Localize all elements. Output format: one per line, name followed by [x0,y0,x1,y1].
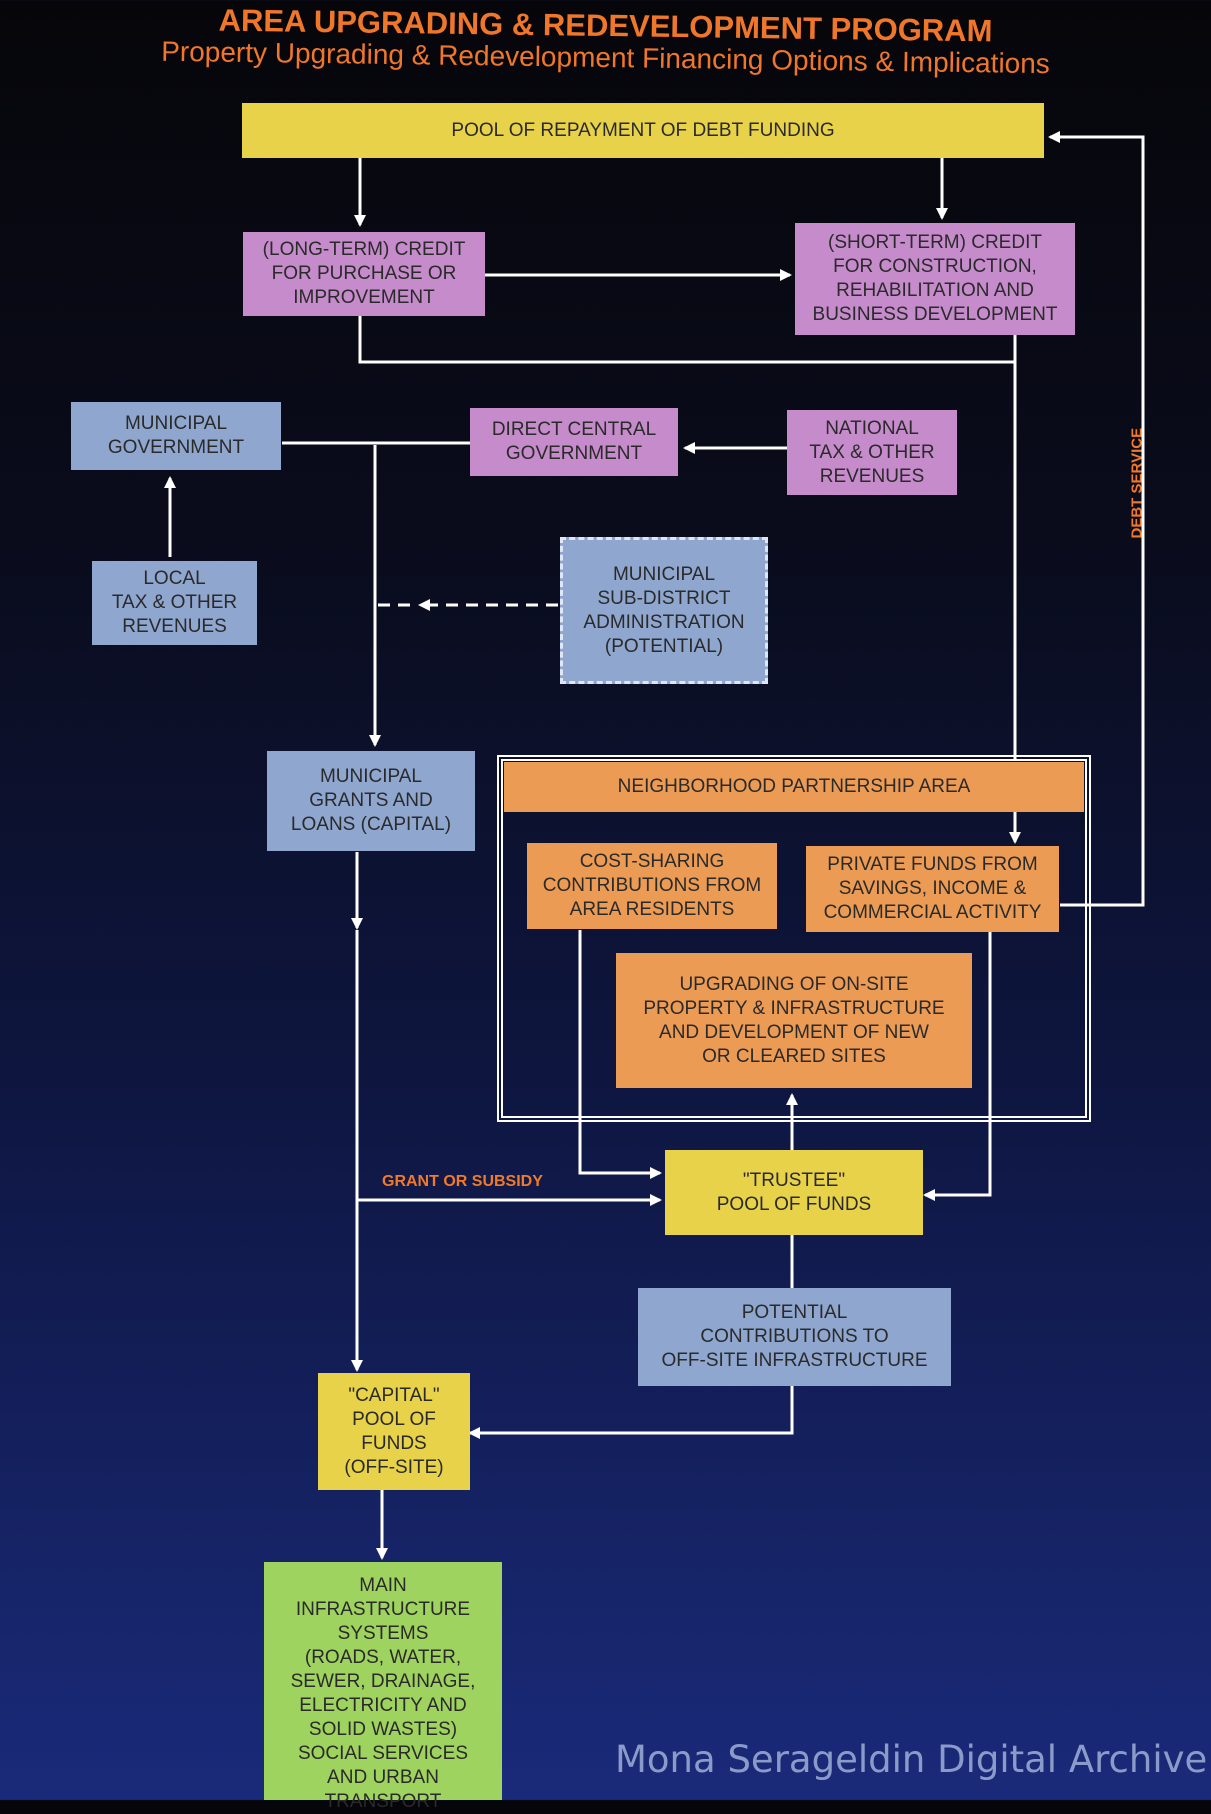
neighborhood-frame [497,755,1091,1122]
municipal-government-box: MUNICIPAL GOVERNMENT [71,402,281,470]
main-infrastructure-box: MAIN INFRASTRUCTURE SYSTEMS (ROADS, WATE… [264,1562,502,1812]
line-longterm-to-right [358,315,1015,364]
neighborhood-partnership-box: NEIGHBORHOOD PARTNERSHIP AREA [504,762,1084,812]
arrow-debt-service [1048,131,1145,907]
archive-watermark: Mona Serageldin Digital Archive [615,1738,1208,1781]
pool-repayment-box: POOL OF REPAYMENT OF DEBT FUNDING [242,103,1044,158]
private-funds-box: PRIVATE FUNDS FROM SAVINGS, INCOME & COM… [806,846,1059,932]
debt-service-label: DEBT SERVICE [1128,427,1146,539]
arrow-private-to-trustee [923,932,992,1201]
arrow-potential-to-capital [468,1385,794,1439]
trustee-pool-box: "TRUSTEE" POOL OF FUNDS [665,1150,923,1235]
direct-central-government-box: DIRECT CENTRAL GOVERNMENT [470,408,678,476]
arrow-costsharing-to-trustee [578,930,662,1179]
short-term-credit-box: (SHORT-TERM) CREDIT FOR CONSTRUCTION, RE… [795,223,1075,335]
cost-sharing-box: COST-SHARING CONTRIBUTIONS FROM AREA RES… [527,843,777,929]
local-tax-box: LOCAL TAX & OTHER REVENUES [92,561,257,645]
capital-pool-box: "CAPITAL" POOL OF FUNDS (OFF-SITE) [318,1373,470,1490]
sub-district-box: MUNICIPAL SUB-DISTRICT ADMINISTRATION (P… [560,537,768,684]
national-tax-box: NATIONAL TAX & OTHER REVENUES [787,410,957,495]
municipal-grants-box: MUNICIPAL GRANTS AND LOANS (CAPITAL) [267,751,475,851]
potential-contributions-box: POTENTIAL CONTRIBUTIONS TO OFF-SITE INFR… [638,1288,951,1386]
grant-or-subsidy-label: GRANT OR SUBSIDY [382,1173,543,1190]
long-term-credit-box: (LONG-TERM) CREDIT FOR PURCHASE OR IMPRO… [243,232,485,316]
upgrading-box: UPGRADING OF ON-SITE PROPERTY & INFRASTR… [616,953,972,1088]
